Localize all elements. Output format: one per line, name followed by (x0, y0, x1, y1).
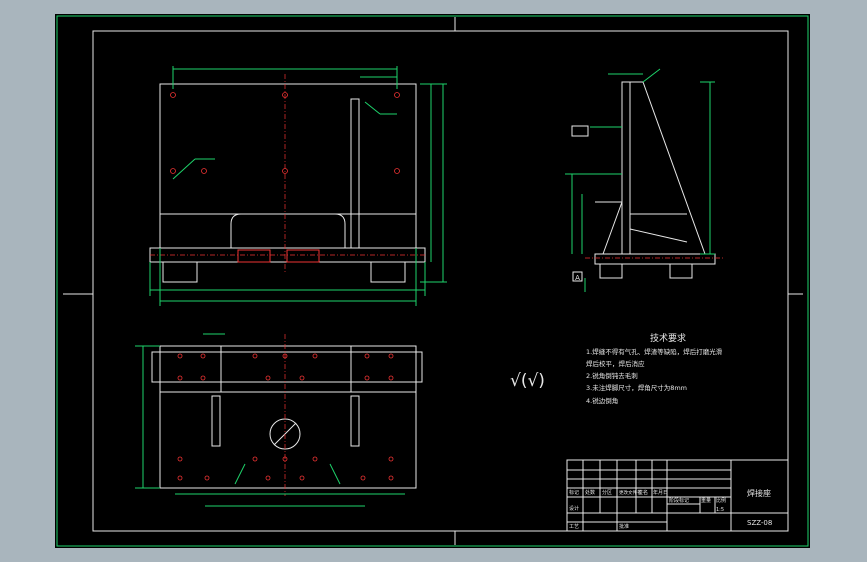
tech-item-3: 2.锐角倒钝去毛刺 (586, 371, 638, 380)
title-block: 标记 处数 分区 更改文件号 签名 年月日 阶段标记 重量 比例 1:5 设计 … (566, 459, 789, 532)
roughness-symbol: √(√) (510, 371, 545, 391)
tb-process-label: 工艺 (569, 524, 579, 530)
datum-a: A (575, 274, 580, 282)
tb-designer-label: 设计 (569, 505, 579, 512)
top-view (135, 333, 423, 507)
tb-stage-label: 阶段标记 (669, 497, 689, 504)
tech-item-2: 焊后校平，焊后消应 (586, 359, 645, 368)
tb-label-mark: 标记 (569, 489, 579, 496)
tb-label-date: 年月日 (653, 489, 668, 496)
tech-item-1: 1.焊缝不得有气孔、焊渣等缺陷，焊后打磨光滑 (586, 347, 723, 356)
tb-drawing-number: SZZ-08 (747, 519, 772, 527)
tech-requirements: 技术要求 1.焊缝不得有气孔、焊渣等缺陷，焊后打磨光滑 焊后校平，焊后消应 2.… (586, 332, 723, 405)
tech-item-4: 3.未注焊脚尺寸，焊角尺寸为8mm (586, 383, 687, 392)
tb-label-count: 处数 (585, 489, 595, 496)
front-view (149, 66, 447, 306)
tb-scale-value: 1:5 (716, 507, 724, 513)
tb-weight-label: 重量 (701, 497, 711, 504)
tb-scale-label: 比例 (716, 497, 726, 504)
tb-label-change: 更改文件号 (619, 489, 642, 496)
tb-approve-label: 批准 (619, 523, 629, 530)
drawing-canvas: A 技术要求 1.焊缝不得有气孔、焊渣等缺陷， (56, 15, 809, 547)
tb-label-zone: 分区 (602, 489, 612, 496)
inner-frame (92, 30, 789, 532)
drawing-sheet: A 技术要求 1.焊缝不得有气孔、焊渣等缺陷， (55, 14, 810, 548)
side-view: A (565, 68, 723, 292)
outer-frame (56, 15, 809, 547)
tb-label-sign: 签名 (638, 489, 648, 496)
tech-title: 技术要求 (650, 332, 686, 344)
tb-part-name: 焊接座 (747, 488, 771, 498)
tech-item-5: 4.锐边倒角 (586, 396, 618, 405)
